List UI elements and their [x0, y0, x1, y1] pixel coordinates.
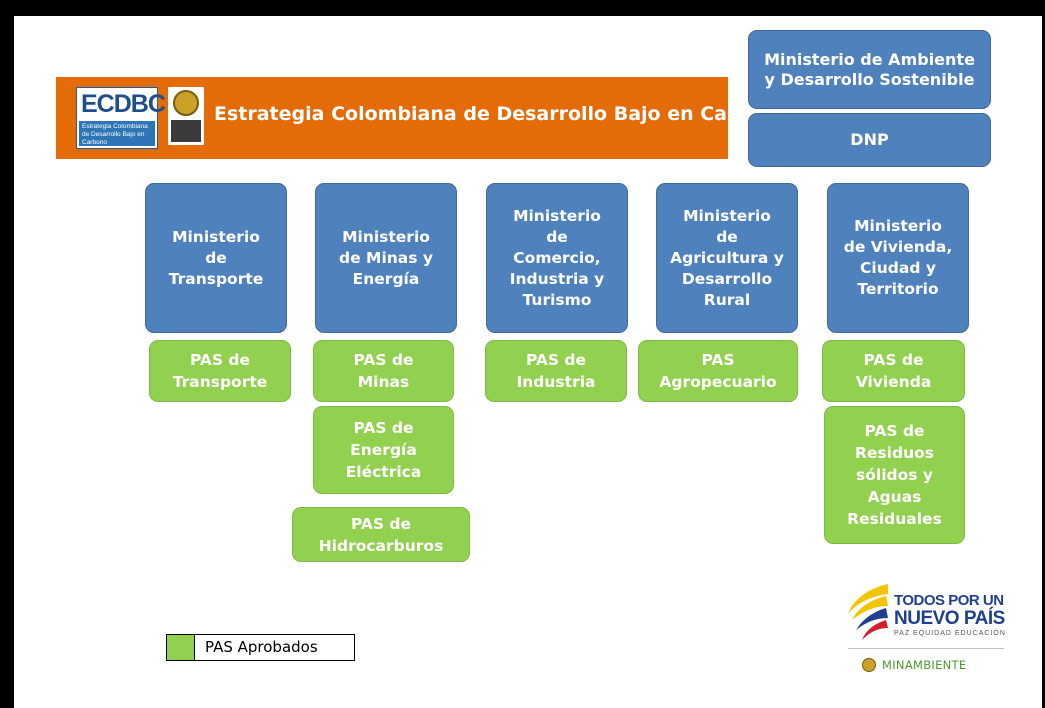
ministerio-label: Ministerio de Agricultura y Desarrollo R…	[670, 206, 784, 309]
frame-left-border	[0, 0, 14, 708]
ministerio-label: Ministerio de Comercio, Industria y Turi…	[509, 206, 605, 309]
minambiente-seal-icon	[862, 658, 876, 672]
pas-label: PAS de Residuos sólidos y Aguas Residual…	[847, 422, 942, 528]
pas-transporte: PAS de Transporte	[149, 340, 291, 402]
gov-logo-line2: NUEVO PAÍS	[894, 608, 1005, 629]
pas-label: PAS de Energía Eléctrica	[345, 419, 422, 481]
box-dnp-label: DNP	[850, 130, 889, 149]
legend-box	[195, 634, 355, 661]
box-ministerio-ambiente-label: Ministerio de Ambiente y Desarrollo Sost…	[764, 49, 975, 89]
ecdbc-logo-subtitle: Estrategia Colombiana de Desarrollo Bajo…	[79, 121, 155, 146]
pas-label: PAS de Hidrocarburos	[318, 514, 444, 555]
ecdbc-banner: ECDBC Estrategia Colombiana de Desarroll…	[56, 77, 790, 159]
pas-label: PAS de Minas	[353, 351, 414, 391]
ministerio-label: Ministerio de Transporte	[168, 227, 264, 288]
pas-label: PAS Agropecuario	[659, 351, 777, 391]
pas-label: PAS de Vivienda	[855, 351, 932, 391]
gov-logo-line1: TODOS POR UN	[894, 592, 1004, 609]
ministerio-label: Ministerio de Minas y Energía	[339, 227, 433, 288]
pas-energia-electrica: PAS de Energía Eléctrica	[313, 406, 454, 494]
colombia-flag-swoosh-icon	[848, 584, 888, 640]
pas-label: PAS de Transporte	[172, 351, 268, 391]
pas-minas: PAS de Minas	[313, 340, 454, 402]
legend-swatch	[166, 634, 195, 661]
box-ministerio-ambiente: Ministerio de Ambiente y Desarrollo Sost…	[748, 30, 991, 109]
pas-label: PAS de Industria	[516, 351, 596, 391]
box-ministerio-agricultura: Ministerio de Agricultura y Desarrollo R…	[656, 183, 798, 333]
gov-logo-line3: PAZ EQUIDAD EDUCACIÓN	[894, 630, 1006, 637]
minambiente-label: MINAMBIENTE	[882, 658, 967, 672]
pas-agropecuario: PAS Agropecuario	[638, 340, 798, 402]
pas-industria: PAS de Industria	[485, 340, 627, 402]
banner-title: Estrategia Colombiana de Desarrollo Bajo…	[214, 103, 790, 125]
ministerio-label: Ministerio de Vivienda, Ciudad y Territo…	[843, 217, 953, 298]
frame-top-border	[0, 0, 1045, 16]
frame-right-border	[1042, 0, 1045, 708]
colombia-seal-icon	[168, 87, 204, 145]
pas-vivienda: PAS de Vivienda	[822, 340, 965, 402]
todos-por-un-nuevo-pais-logo: TODOS POR UN NUEVO PAÍS PAZ EQUIDAD EDUC…	[840, 578, 1012, 688]
box-dnp: DNP	[748, 113, 991, 167]
box-ministerio-transporte: Ministerio de Transporte	[145, 183, 287, 333]
gov-logo-divider	[848, 648, 1004, 649]
box-ministerio-vivienda: Ministerio de Vivienda, Ciudad y Territo…	[827, 183, 969, 333]
box-ministerio-comercio: Ministerio de Comercio, Industria y Turi…	[486, 183, 628, 333]
legend-label: PAS Aprobados	[205, 638, 318, 656]
pas-hidrocarburos: PAS de Hidrocarburos	[292, 507, 470, 562]
box-ministerio-minas-energia: Ministerio de Minas y Energía	[315, 183, 457, 333]
ecdbc-logo: ECDBC Estrategia Colombiana de Desarroll…	[76, 87, 166, 149]
ecdbc-logo-title: ECDBC	[81, 90, 166, 118]
pas-residuos-aguas: PAS de Residuos sólidos y Aguas Residual…	[824, 406, 965, 544]
